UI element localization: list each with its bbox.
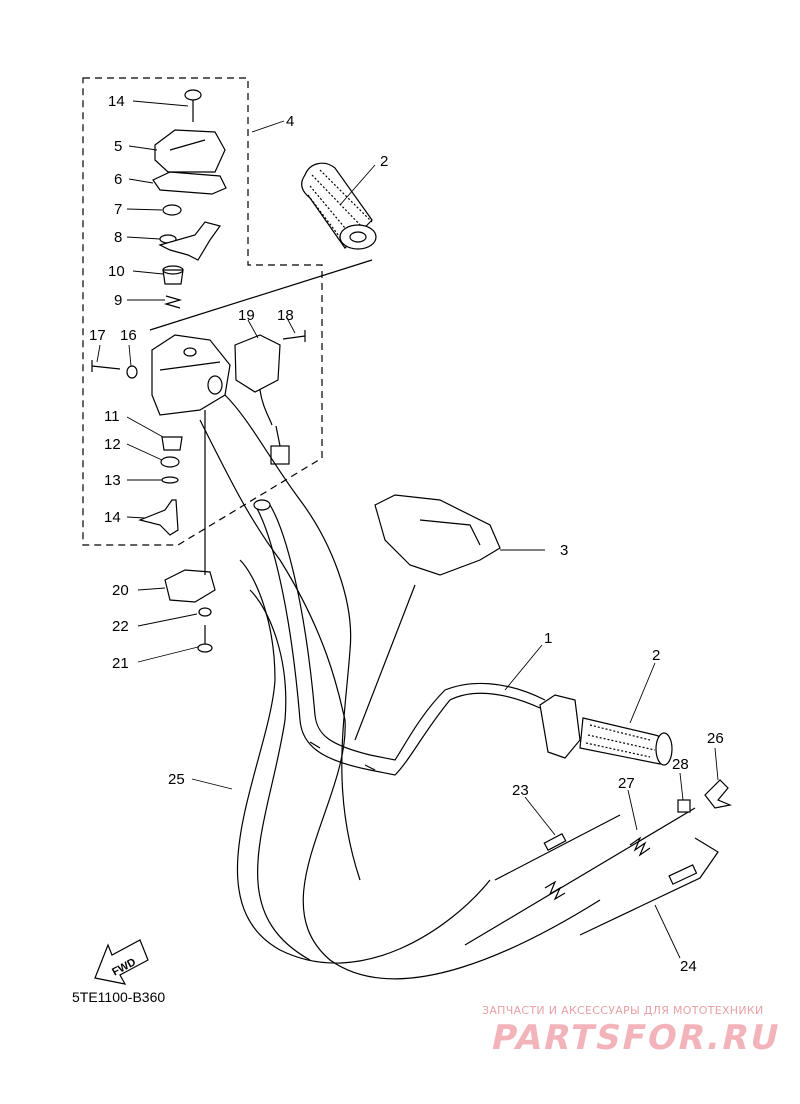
screw-17 — [91, 360, 121, 372]
callout-19: 19 — [238, 307, 255, 324]
nut-7 — [162, 204, 182, 216]
pin-14 — [138, 499, 179, 536]
fwd-arrow — [94, 939, 149, 985]
spring-9 — [163, 295, 183, 309]
grip-2-upper — [149, 162, 377, 331]
callout-2-upper: 2 — [380, 153, 388, 170]
callout-23: 23 — [512, 782, 529, 799]
callout-5: 5 — [114, 138, 122, 155]
adjuster-26 — [704, 779, 733, 809]
callout-10: 10 — [108, 263, 125, 280]
callout-16: 16 — [120, 327, 137, 344]
callouts: 14 4 5 2 6 7 8 10 9 19 18 17 16 11 12 13… — [89, 93, 724, 979]
callout-9: 9 — [114, 292, 122, 309]
lever-8 — [158, 221, 221, 261]
callout-26: 26 — [707, 730, 724, 747]
callout-24: 24 — [680, 958, 697, 975]
callout-3: 3 — [560, 542, 568, 559]
watermark-logo[interactable]: PARTSFOR.RU — [487, 1018, 785, 1058]
callout-18: 18 — [277, 307, 294, 324]
callout-1: 1 — [544, 630, 552, 647]
handlebar-1 — [253, 499, 546, 776]
oring-13 — [161, 476, 179, 484]
switch-cover-5 — [154, 129, 226, 173]
callout-21: 21 — [112, 655, 129, 672]
collar-11 — [161, 436, 183, 451]
diagram-code: 5TE1100-B360 — [72, 989, 166, 1005]
screw-15 — [184, 89, 202, 122]
throttle-housing — [539, 694, 673, 766]
callout-2-lower: 2 — [652, 647, 660, 664]
callout-14-label: 14 — [104, 509, 121, 526]
callout-4: 4 — [286, 113, 294, 130]
callout-13: 13 — [104, 472, 121, 489]
cable-23 — [494, 814, 621, 881]
bolt-21 — [197, 625, 213, 653]
leader-lines — [96, 100, 719, 959]
washer-12 — [160, 456, 180, 468]
cable-25 — [199, 394, 601, 980]
gasket-6 — [152, 171, 227, 195]
callout-11: 11 — [104, 408, 120, 425]
watermark-caption: ЗАПЧАСТИ И АКСЕССУАРЫ ДЛЯ МОТОТЕХНИКИ — [482, 1004, 764, 1017]
screw-18 — [282, 330, 306, 342]
callout-6: 6 — [114, 171, 122, 188]
cable-24 — [579, 837, 719, 936]
callout-12: 12 — [104, 436, 121, 453]
callout-25: 25 — [168, 771, 185, 788]
callout-20: 20 — [112, 582, 129, 599]
handlebar-cover-3 — [374, 494, 501, 576]
switch-19 — [234, 334, 281, 393]
callout-8: 8 — [114, 229, 122, 246]
callout-27: 27 — [618, 775, 635, 792]
nut-16 — [126, 365, 138, 379]
switch-housing-16 — [151, 334, 231, 416]
bracket-20 — [164, 569, 216, 603]
callout-7: 7 — [114, 201, 122, 218]
callout-28: 28 — [672, 756, 689, 773]
callout-15: 14 — [108, 93, 125, 110]
callout-22: 22 — [112, 618, 129, 635]
collar-10 — [162, 269, 184, 285]
assembly-boundary — [82, 77, 323, 546]
cable-27 — [464, 807, 696, 946]
callout-17: 17 — [89, 327, 106, 344]
washer-22 — [198, 607, 212, 617]
nut-28 — [677, 799, 691, 813]
